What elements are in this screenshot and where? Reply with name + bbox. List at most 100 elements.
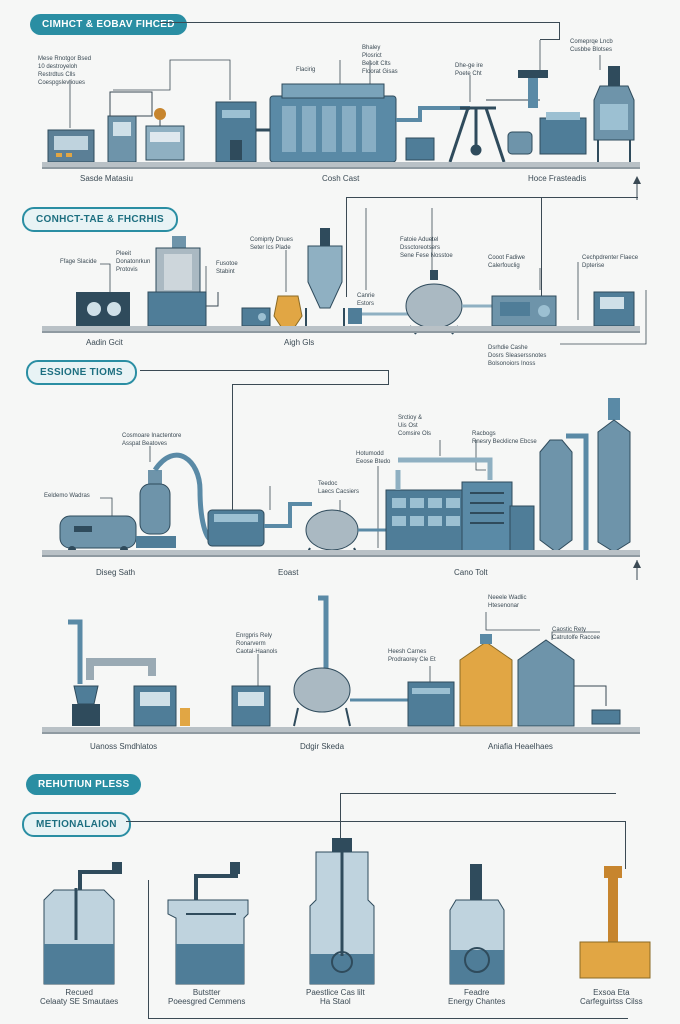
annotation: Ffage Slacide [60, 259, 97, 265]
station-label: Diseg Sath [96, 568, 136, 577]
connector [148, 880, 149, 1018]
station-label: Eoast [278, 568, 299, 577]
treatment-tank-icon [449, 864, 505, 985]
annotation: Caostic Rety Catrutolfe Raccee [552, 627, 601, 641]
connector [388, 370, 389, 384]
process-equipment-row-3 [59, 398, 641, 580]
floor-line [42, 162, 640, 169]
connector [346, 197, 347, 297]
annotation: Enrgpris Rely Ronarverm Caotal-Haanols [236, 633, 278, 655]
annotation: Mese Rnotgor Bsed 10 destroyeloh Restrdt… [38, 56, 92, 86]
floor-line [42, 326, 640, 333]
annotation: Hotumodd Eeose Btedo [356, 451, 391, 465]
support-frame-icon [448, 106, 506, 163]
floor-line [42, 727, 640, 734]
distillation-building-icon [385, 457, 493, 553]
press-machine-icon [518, 70, 587, 155]
connector [232, 384, 233, 514]
hopper-pipe-icon [68, 619, 100, 726]
annotation: Teedoc Laecs Cacsiers [318, 481, 360, 495]
section-title-1: CIMHCT & EOBAV FIHCED [30, 14, 187, 35]
process-column-icon [215, 101, 257, 163]
station-label: Aniafia Heaelhaes [488, 742, 553, 751]
station-label: Ddgir Skeda [300, 742, 345, 751]
annotation: Srctioy & Uis Ost Comsire Ols [398, 415, 432, 437]
control-cabinet-icon [133, 685, 190, 727]
process-equipment-row-4 [68, 595, 621, 727]
annotation: Dhe-ge ire Poete Cht [455, 63, 484, 77]
station-label: Exsoa Eta Carfeguirtss Cilss [580, 988, 643, 1006]
gold-tank-icon [579, 866, 651, 979]
connector [160, 22, 560, 23]
connector [232, 384, 389, 385]
station-label: Feadre Energy Chantes [448, 988, 506, 1006]
station-label: Uanoss Smdhlatos [90, 742, 158, 751]
annotation: Comiprty Dnues Seter Ics Plade [250, 237, 294, 251]
annotation: Comeprqe Lncb Cusbbe Blotses [570, 39, 613, 53]
connector [140, 370, 388, 371]
section-title-2: CONHCT-TAE & FHCRHIS [22, 207, 179, 232]
process-equipment-row-1 [47, 40, 641, 200]
annotation: Heesh Carnes Prodraorey Cle Et [388, 649, 436, 663]
annotation: Fatoie Aduetel Dssctoreotsers Sene Fese … [400, 237, 453, 259]
section-title-6: METIONALAION [22, 812, 131, 837]
section-title-3: ESSIONE TIOMS [26, 360, 137, 385]
annotation: Canrie Estors [357, 293, 375, 307]
annotation: Pleeit Donatonrkun Protovis [116, 251, 151, 273]
floor-line [42, 550, 640, 557]
cabinet-icon [107, 91, 153, 163]
station-label: Recued Celaaty SE Smautaes [40, 988, 119, 1006]
tanker-icon [59, 515, 137, 554]
annotation: Cechpdrenter Flaece Dpterise [582, 255, 639, 269]
cyclone-icon [305, 228, 345, 326]
small-unit-icon [405, 137, 435, 161]
treatment-tank-icon [43, 862, 122, 985]
connector [559, 22, 560, 40]
process-building-icon [461, 481, 535, 553]
treatment-tank-icon [167, 862, 249, 985]
station-label: Aadin Gcit [86, 338, 123, 347]
storage-silo-icon [539, 433, 589, 553]
connector [346, 197, 638, 198]
gold-silo-icon [459, 634, 513, 727]
connector [540, 39, 560, 40]
reactor-sphere-icon [293, 595, 351, 727]
annotation: Dsrhdie Cashe Dosrs Sleaserssnotes Bolso… [488, 345, 547, 367]
reactor-vessel-icon [593, 66, 635, 162]
annotation: Fusotoe Stabint [216, 261, 238, 275]
panel-dual-gauge-icon [76, 292, 130, 328]
bench-machine-icon [145, 108, 185, 161]
treatment-tank-icon [309, 838, 375, 985]
annotation: Flacirig [296, 67, 316, 73]
horizontal-machine-icon [491, 295, 557, 327]
horizontal-tank-icon [207, 509, 265, 547]
station-label: Cano Tolt [454, 568, 488, 577]
connector [541, 197, 542, 297]
annotation: Cooot Fadiwe Calerfouclig [488, 255, 526, 269]
connector [340, 793, 341, 839]
connector [340, 793, 616, 794]
annotation: Racbogs Rnesry Becklicne Ebcse [472, 431, 537, 445]
small-gauge-icon [348, 308, 362, 324]
station-label: Sasde Matasiu [80, 174, 133, 183]
separator-vessel-icon [136, 470, 176, 548]
connector [126, 821, 626, 822]
station-label: Aigh Gls [284, 338, 315, 347]
monitor-console-icon [593, 291, 635, 327]
annotation: Cosmoare Inactentore Asspat Beatoves [122, 433, 182, 447]
storage-silo-icon [597, 398, 631, 553]
station-label: Butstter Poeesgred Cemmens [168, 988, 246, 1006]
control-cabinet-icon [231, 685, 271, 727]
section-title-5: REHUTIUN PLESS [26, 774, 142, 795]
large-machine-icon [269, 83, 397, 163]
annotation: Eeldemo Wadras [44, 493, 90, 499]
connector [625, 821, 626, 869]
station-label: Hoce Frasteadis [528, 174, 587, 183]
station-label: Paestlice Cas lilt Ha Staol [306, 988, 365, 1006]
blue-silo-icon [517, 639, 575, 727]
motor-icon [486, 99, 540, 155]
small-control-icon [591, 709, 621, 725]
connector [148, 1018, 628, 1019]
station-label: Cosh Cast [322, 174, 360, 183]
